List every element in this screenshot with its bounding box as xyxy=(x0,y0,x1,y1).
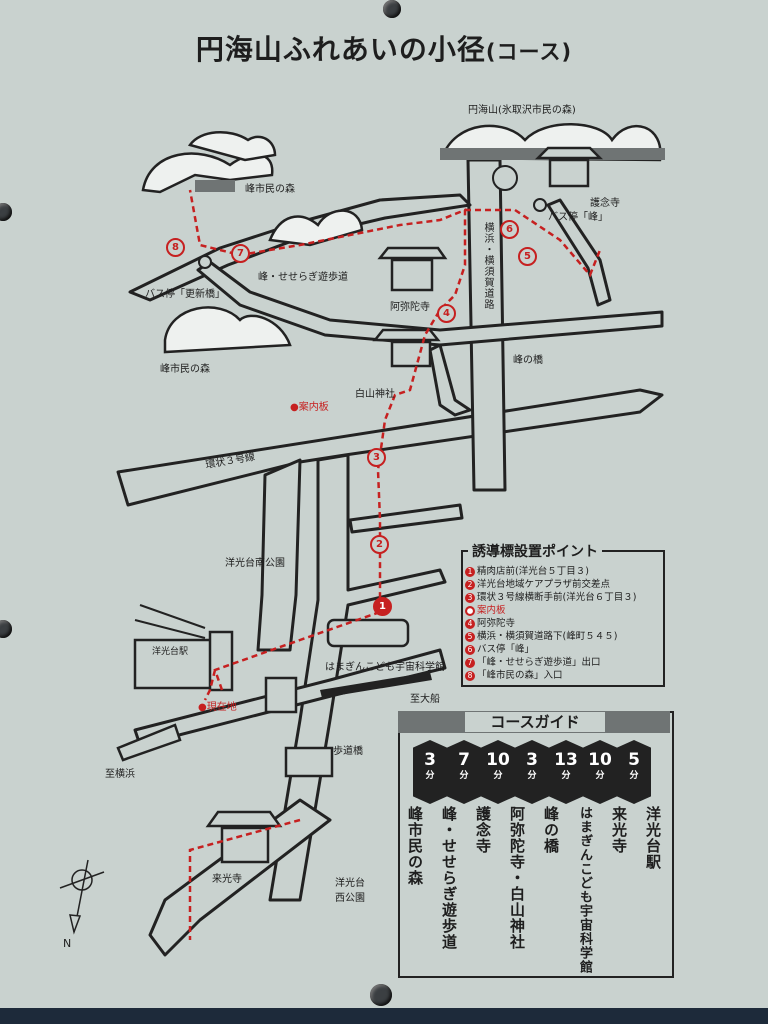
stop-station: 洋光台駅 xyxy=(644,806,662,870)
label-nishi-park: 洋光台 西公園 xyxy=(335,878,365,904)
label-stream-path: 峰・せせらぎ遊歩道 xyxy=(258,272,348,283)
west-street xyxy=(256,458,302,652)
marker-2: 2 xyxy=(370,535,389,554)
label-raikoji: 来光寺 xyxy=(212,874,242,885)
label-science-museum: はまぎんこども宇宙科学館 xyxy=(325,662,445,673)
label-minami-park: 洋光台南公園 xyxy=(225,558,285,569)
legend-item: ●案内板 xyxy=(465,605,506,616)
course-guide-title: コースガイド xyxy=(465,712,605,732)
label-to-ofuna: 至大船 xyxy=(410,694,440,705)
north-east-road xyxy=(546,198,612,307)
label-summit: 円海山(氷取沢市民の森) xyxy=(468,105,576,116)
raikoji-roof-icon xyxy=(205,810,283,828)
crossing-2 xyxy=(348,503,464,534)
south-diag-road xyxy=(148,798,332,957)
stop-raikoji: 来光寺 xyxy=(610,806,628,854)
compass-icon xyxy=(59,859,105,935)
stop-gonenji: 護念寺 xyxy=(474,806,492,854)
label-amidaji: 阿弥陀寺 xyxy=(390,302,430,313)
hakusan-roof-icon xyxy=(372,328,441,342)
label-info-board: ●案内板 xyxy=(290,402,329,413)
marker-7: 7 xyxy=(231,244,250,263)
stop-stream-path: 峰・せせらぎ遊歩道 xyxy=(440,806,458,950)
marker-3: 3 xyxy=(367,448,386,467)
top-bolt-icon xyxy=(383,0,401,18)
bridge-road xyxy=(428,343,472,417)
label-gonenji: 護念寺 xyxy=(590,198,620,209)
marker-5: 5 xyxy=(518,247,537,266)
left-bolt-icon xyxy=(0,203,12,221)
marker-4: 4 xyxy=(437,304,456,323)
label-forest-mid: 峰市民の森 xyxy=(160,364,210,375)
label-footbridge: 歩道橋 xyxy=(333,746,363,757)
bottom-bolt-icon xyxy=(370,984,392,1006)
label-forest-top: 峰市民の森 xyxy=(245,184,295,195)
label-hakusan: 白山神社 xyxy=(355,389,395,400)
legend-item: 8「峰市民の森」入口 xyxy=(465,669,660,682)
title-main: 円海山ふれあいの小径 xyxy=(195,33,486,66)
course-route xyxy=(188,189,602,940)
label-expressway: 横浜・横須賀道路 xyxy=(482,222,493,310)
marker-6: 6 xyxy=(500,220,519,239)
label-station: 洋光台駅 xyxy=(152,647,189,657)
amidaji-roof-icon xyxy=(377,246,448,260)
marker-1: 1 xyxy=(373,597,392,616)
gonenji-roof-icon xyxy=(534,146,604,160)
left-bolt-icon xyxy=(0,620,12,638)
label-to-yokohama: 至横浜 xyxy=(105,769,135,780)
mid-road xyxy=(196,260,664,347)
label-bus-mine: バス停「峰」 xyxy=(548,212,608,223)
board-bottom-edge xyxy=(0,1008,768,1024)
sign-title: 円海山ふれあいの小径(コース) xyxy=(0,28,768,68)
label-current-location: ●現在地 xyxy=(198,702,237,713)
stop-mine-bridge: 峰の橋 xyxy=(542,806,560,854)
marker-8: 8 xyxy=(166,238,185,257)
stop-amidaji-hakusan: 阿弥陀寺・白山神社 xyxy=(508,806,526,950)
stop-science-museum: はまぎんこども宇宙科学館 xyxy=(577,806,592,974)
label-north: N xyxy=(63,937,72,950)
stop-mine-forest: 峰市民の森 xyxy=(406,806,424,886)
title-sub: (コース) xyxy=(485,40,573,64)
legend-title: 誘導標設置ポイント xyxy=(468,541,602,561)
label-bus-koshin: バス停「更新橋」 xyxy=(145,289,225,300)
legend-item: 7「峰・せせらぎ遊歩道」出口 xyxy=(465,656,660,669)
label-mine-bridge: 峰の橋 xyxy=(513,355,543,366)
